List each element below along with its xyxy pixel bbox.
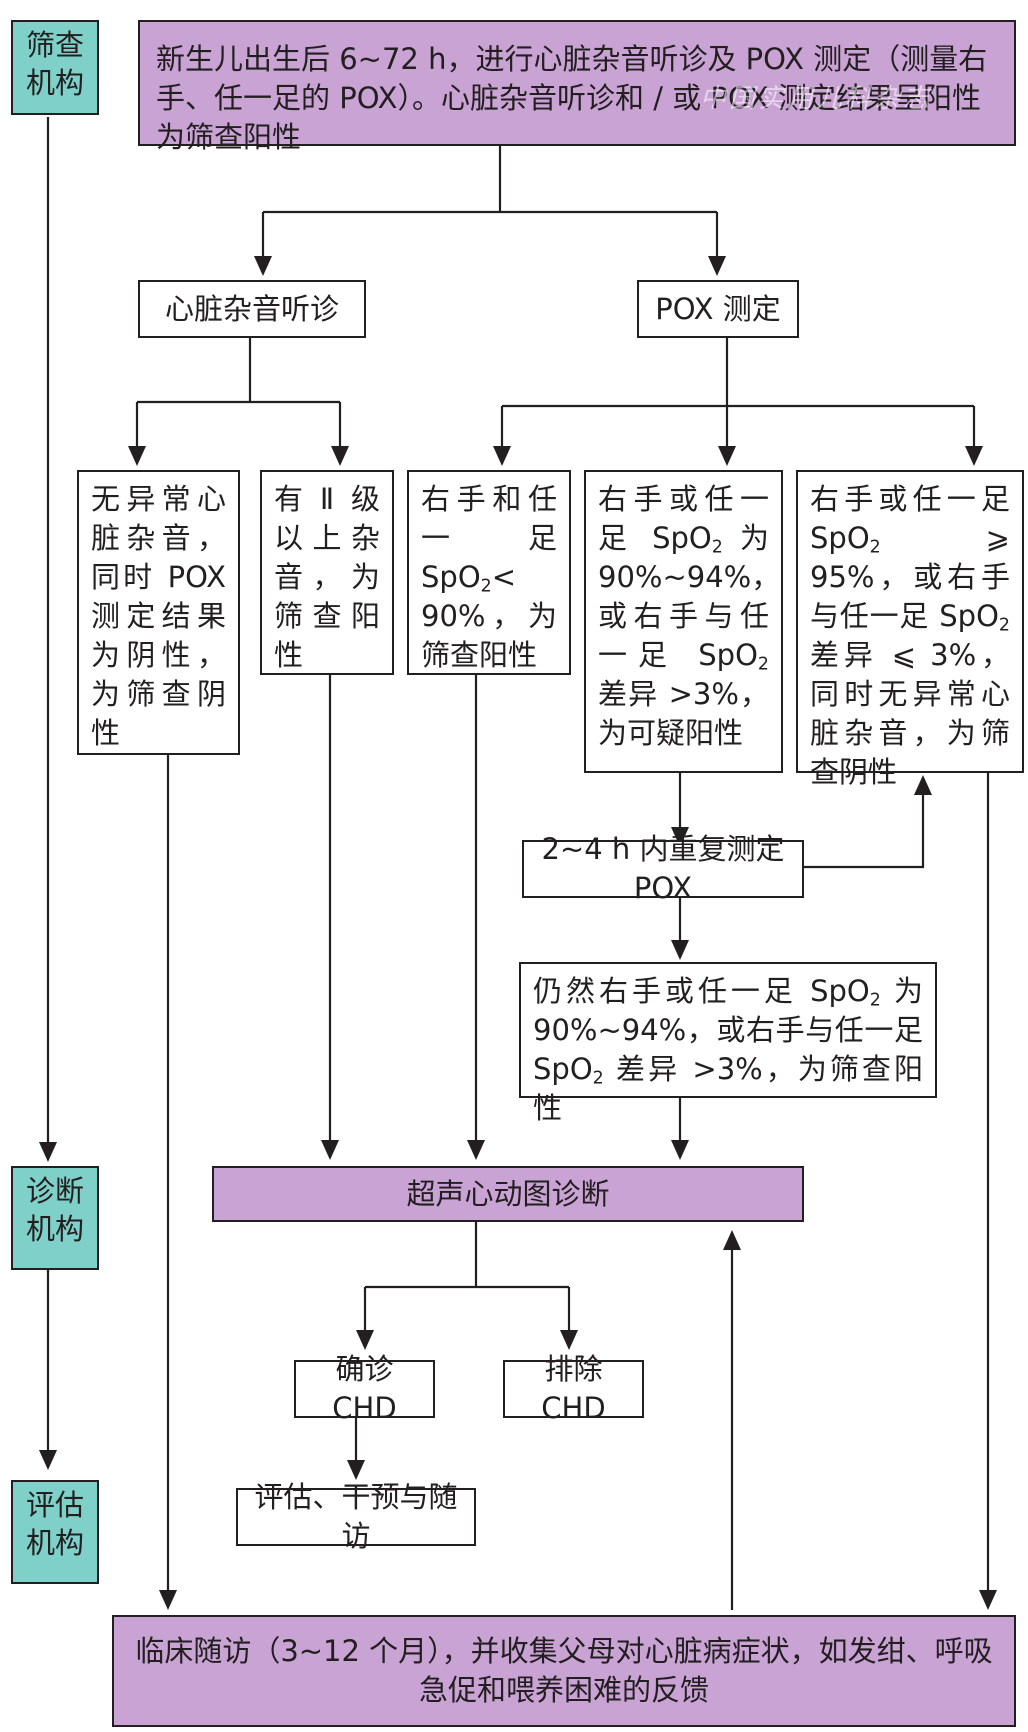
confirm-chd-text: 确诊 CHD	[332, 1352, 397, 1425]
spo2-low-text-a: 右手和任一足 SpO	[421, 482, 557, 594]
clinical-followup-text: 临床随访（3~12 个月），并收集父母对心脏病症状，如发绀、呼吸急促和喂养困难的…	[135, 1634, 993, 1707]
pox-box: POX 测定	[637, 280, 799, 338]
screening-start-box: 新生儿出生后 6~72 h，进行心脏杂音听诊及 POX 测定（测量右手、任一足的…	[138, 20, 1016, 154]
confirm-chd-box: 确诊 CHD	[294, 1352, 435, 1425]
label-text: 筛查机构	[25, 28, 84, 100]
murmur-positive-text: 有 Ⅱ 级以上杂音，为筛查阳性	[274, 482, 380, 672]
still-text-b: 为 90%~94%，或右手与任一足 SpO	[533, 974, 923, 1086]
pox-text: POX 测定	[655, 291, 781, 326]
evaluate-intervene-text: 评估、干预与随访	[254, 1480, 458, 1553]
spo2-low-text-b: < 90%，为筛查阳性	[421, 560, 557, 672]
clinical-followup-box: 临床随访（3~12 个月），并收集父母对心脏病症状，如发绀、呼吸急促和喂养困难的…	[112, 1615, 1016, 1727]
label-diagnosis-institution: 诊断机构	[11, 1166, 99, 1270]
auscultation-text: 心脏杂音听诊	[164, 291, 339, 326]
label-text: 评估机构	[25, 1488, 84, 1560]
label-screening-institution: 筛查机构	[11, 20, 99, 115]
still-text-c: 差异 >3%，为筛查阳性	[533, 1052, 923, 1125]
echocardiography-text: 超声心动图诊断	[406, 1176, 610, 1211]
repeat-pox-text: 2~4 h 内重复测定 POX	[541, 832, 785, 905]
auscultation-box: 心脏杂音听诊	[138, 280, 366, 338]
murmur-positive-box: 有 Ⅱ 级以上杂音，为筛查阳性	[260, 470, 394, 675]
label-text: 诊断机构	[25, 1174, 84, 1246]
suspect-text-c: 差异 >3%，为可疑阳性	[598, 677, 769, 750]
subscript: 2	[998, 615, 1010, 636]
subscript: 2	[711, 537, 723, 558]
subscript: 2	[757, 654, 769, 675]
screening-start-text: 新生儿出生后 6~72 h，进行心脏杂音听诊及 POX 测定（测量右手、任一足的…	[156, 42, 988, 154]
subscript: 2	[869, 537, 881, 558]
suspect-text-b: 为 90%~94%，或右手与任一足 SpO	[598, 521, 781, 672]
suspect-text-a: 右手或任一足 SpO	[598, 482, 769, 555]
no-murmur-text: 无异常心脏杂音，同时 POX 测定结果为阴性，为筛查阴性	[91, 482, 226, 750]
no-murmur-negative-box: 无异常心脏杂音，同时 POX 测定结果为阴性，为筛查阴性	[77, 470, 240, 755]
normal-text-a: 右手或任一足 SpO	[810, 482, 1010, 555]
exclude-chd-text: 排除 CHD	[541, 1352, 606, 1425]
spo2-normal-negative-box: 右手或任一足 SpO2 ⩾ 95%，或右手与任一足 SpO2 差异 ⩽ 3%，同…	[796, 470, 1024, 789]
exclude-chd-box: 排除 CHD	[503, 1352, 644, 1425]
label-evaluation-institution: 评估机构	[11, 1480, 99, 1584]
arrowheads	[39, 256, 997, 1610]
subscript: 2	[480, 576, 492, 597]
evaluate-intervene-box: 评估、干预与随访	[236, 1480, 476, 1553]
still-positive-box: 仍然右手或任一足 SpO2 为 90%~94%，或右手与任一足 SpO2 差异 …	[519, 962, 937, 1125]
echocardiography-box: 超声心动图诊断	[212, 1166, 804, 1222]
still-text-a: 仍然右手或任一足 SpO	[533, 974, 870, 1008]
spo2-low-positive-box: 右手和任一足 SpO2< 90%，为筛查阳性	[407, 470, 571, 675]
subscript: 2	[869, 990, 881, 1011]
normal-text-c: 差异 ⩽ 3%，同时无异常心脏杂音，为筛查阴性	[810, 638, 1010, 789]
repeat-pox-box: 2~4 h 内重复测定 POX	[522, 832, 804, 905]
watermark: 中国实用儿科杂志	[700, 84, 933, 114]
spo2-suspect-box: 右手或任一足 SpO2 为 90%~94%，或右手与任一足 SpO2 差异 >3…	[584, 470, 783, 773]
subscript: 2	[592, 1068, 604, 1089]
normal-text-b: ⩾ 95%，或右手与任一足 SpO	[810, 521, 1010, 633]
